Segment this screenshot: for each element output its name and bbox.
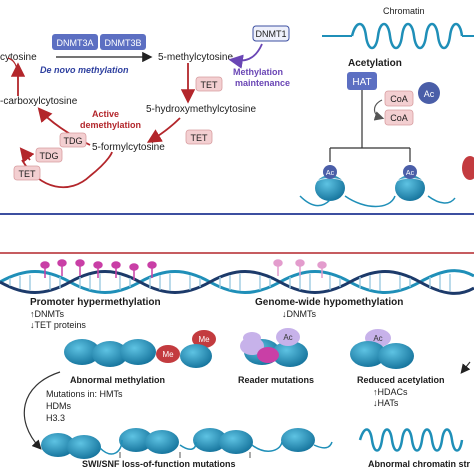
svg-text:DNMT3A: DNMT3A: [56, 38, 93, 48]
svg-text:Me: Me: [198, 335, 210, 344]
acetylation-label: Acetylation: [348, 58, 402, 69]
left-flow-arrow: [23, 371, 61, 450]
methyl-lollipops-sparse: [273, 259, 327, 278]
chromatin-coil-icon: [350, 22, 464, 50]
abnormal-chromatin-coil-icon: [358, 428, 464, 452]
ac-circle-top: Ac: [418, 82, 440, 104]
tet-badge-2: TET: [185, 129, 213, 145]
hats-label: ↓HATs: [373, 398, 399, 408]
methylcytosine-label: 5-methylcytosine: [158, 52, 233, 63]
promoter-item-2: ↓TET proteins: [30, 320, 86, 330]
svg-text:DNMT3B: DNMT3B: [104, 38, 141, 48]
genome-title: Genome-wide hypomethylation: [255, 297, 403, 308]
maintenance-label-line2: maintenance: [235, 78, 290, 88]
hdms-label: HDMs: [46, 401, 71, 411]
top-linker-dna: [299, 195, 456, 208]
abnormal-methylation-label: Abnormal methylation: [70, 375, 165, 385]
svg-text:Ac: Ac: [283, 333, 292, 342]
me-mark-2: Me: [192, 330, 216, 348]
hdacs-label: ↑HDACs: [373, 387, 408, 397]
nucleosome-top-2: Ac: [391, 165, 429, 201]
tdg-badge-1: TDG: [59, 132, 87, 148]
swi-snf-label: SWI/SNF loss-of-function mutations: [82, 459, 236, 469]
hydroxymethylcytosine-label: 5-hydroxymethylcytosine: [146, 104, 256, 115]
methyl-lollipops-promoter: [40, 259, 157, 280]
svg-text:TDG: TDG: [64, 136, 83, 146]
svg-text:TDG: TDG: [40, 151, 59, 161]
active-demethylation-line1: Active: [92, 109, 119, 119]
promoter-title: Promoter hypermethylation: [30, 297, 161, 308]
reader-complex: Ac: [240, 328, 308, 367]
svg-text:Ac: Ac: [424, 89, 435, 99]
carboxylcytosine-label: -carboxylcytosine: [0, 96, 78, 107]
formylcytosine-label: 5-formylcytosine: [92, 142, 165, 153]
svg-text:Ac: Ac: [373, 334, 382, 343]
dna-helix: [0, 269, 474, 295]
svg-text:TET: TET: [19, 169, 37, 179]
hat-badge: HAT: [347, 72, 377, 90]
right-flow-arrow: [460, 361, 471, 374]
nucleosome-group-abnormal-methylation: [64, 339, 156, 367]
svg-text:CoA: CoA: [390, 113, 408, 123]
svg-text:Me: Me: [162, 350, 174, 359]
hat-bracket: [329, 90, 411, 162]
tdg-badge-2: TDG: [35, 147, 63, 163]
maintenance-arrow: [228, 43, 263, 69]
svg-text:Ac: Ac: [406, 170, 415, 177]
nucleosome-top-1: Ac: [311, 165, 349, 201]
promoter-item-1: ↑DNMTs: [30, 309, 64, 319]
chromatin-label: Chromatin: [383, 6, 425, 16]
me-mark-1: Me: [156, 345, 180, 363]
dnmt1-badge: DNMT1: [252, 25, 290, 42]
coa-transfer-arrow: [373, 99, 385, 121]
dnmt3a-badge: DNMT3A: [52, 34, 98, 50]
coa-badge-1: CoA: [384, 90, 414, 107]
abnormal-chromatin-label: Abnormal chromatin str: [368, 459, 471, 469]
coa-badge-2: CoA: [384, 109, 414, 126]
tet-badge-1: TET: [195, 76, 223, 92]
nucleosome-me-right: [180, 344, 212, 368]
mutations-title: Mutations in: HMTs: [46, 389, 123, 399]
svg-text:DNMT1: DNMT1: [256, 29, 287, 39]
genome-item-1: ↓DNMTs: [282, 309, 316, 319]
dnmt3b-badge: DNMT3B: [100, 34, 146, 50]
acetyl-nucleosome: Ac: [350, 329, 414, 369]
partial-red-enzyme: [462, 156, 474, 180]
svg-text:TET: TET: [191, 133, 209, 143]
nucleosome-row-bottom: [41, 428, 333, 459]
h33-label: H3.3: [46, 413, 65, 423]
svg-text:TET: TET: [201, 80, 219, 90]
de-novo-label: De novo methylation: [40, 65, 129, 75]
svg-text:CoA: CoA: [390, 94, 408, 104]
tet-badge-3: TET: [13, 165, 41, 181]
top-panel-frame: [0, 213, 474, 215]
svg-text:HAT: HAT: [352, 77, 371, 88]
cycle-curve-top: [7, 57, 19, 81]
reduced-acetylation-label: Reduced acetylation: [357, 375, 445, 385]
svg-text:Ac: Ac: [326, 170, 335, 177]
oxidation-arrow-2: [146, 117, 181, 143]
active-demethylation-line2: demethylation: [80, 120, 141, 130]
maintenance-label-line1: Methylation: [233, 67, 283, 77]
cytosine-label: cytosine: [0, 52, 37, 63]
reader-mutations-label: Reader mutations: [238, 375, 314, 385]
bottom-panel-frame: [0, 252, 474, 254]
formyl-return-arrowhead: [19, 147, 35, 163]
